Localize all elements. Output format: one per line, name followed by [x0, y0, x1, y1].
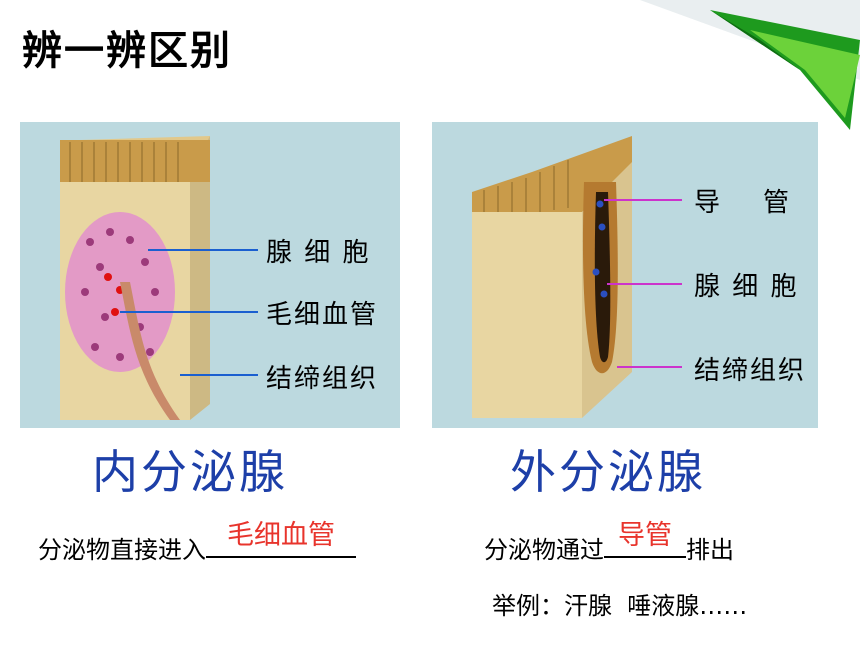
answer-duct: 导管: [618, 520, 672, 551]
answer-blank: 毛细血管: [206, 520, 356, 558]
label-capillary: 毛细血管: [266, 300, 379, 330]
label-gland-cell: 腺 细 胞: [694, 272, 799, 302]
exocrine-gland-figure: 导 管 腺 细 胞 结缔组织: [432, 122, 818, 428]
endocrine-description: 分泌物直接进入毛细血管: [38, 520, 356, 565]
answer-capillary: 毛细血管: [227, 520, 335, 551]
slide-title: 辨一辨区别: [22, 28, 232, 74]
endocrine-gland-figure: 腺 细 胞 毛细血管 结缔组织: [20, 122, 400, 428]
endocrine-heading: 内分泌腺: [92, 445, 288, 499]
exocrine-description-suffix: 排出: [686, 536, 734, 564]
corner-decoration: [640, 0, 860, 130]
label-duct: 导 管: [694, 188, 792, 218]
label-gland-cell: 腺 细 胞: [266, 238, 371, 268]
exocrine-description-prefix: 分泌物通过: [484, 536, 604, 564]
label-connective-tissue: 结缔组织: [266, 364, 379, 394]
example-text: 举例：汗腺 唾液腺……: [492, 592, 748, 620]
label-connective-tissue: 结缔组织: [694, 356, 807, 386]
answer-blank: 导管: [604, 520, 686, 558]
endocrine-description-prefix: 分泌物直接进入: [38, 536, 206, 564]
endocrine-gland-drawing: [60, 136, 258, 420]
exocrine-heading: 外分泌腺: [510, 445, 706, 499]
exocrine-description: 分泌物通过导管排出: [484, 520, 734, 565]
exocrine-gland-drawing: [472, 136, 682, 418]
